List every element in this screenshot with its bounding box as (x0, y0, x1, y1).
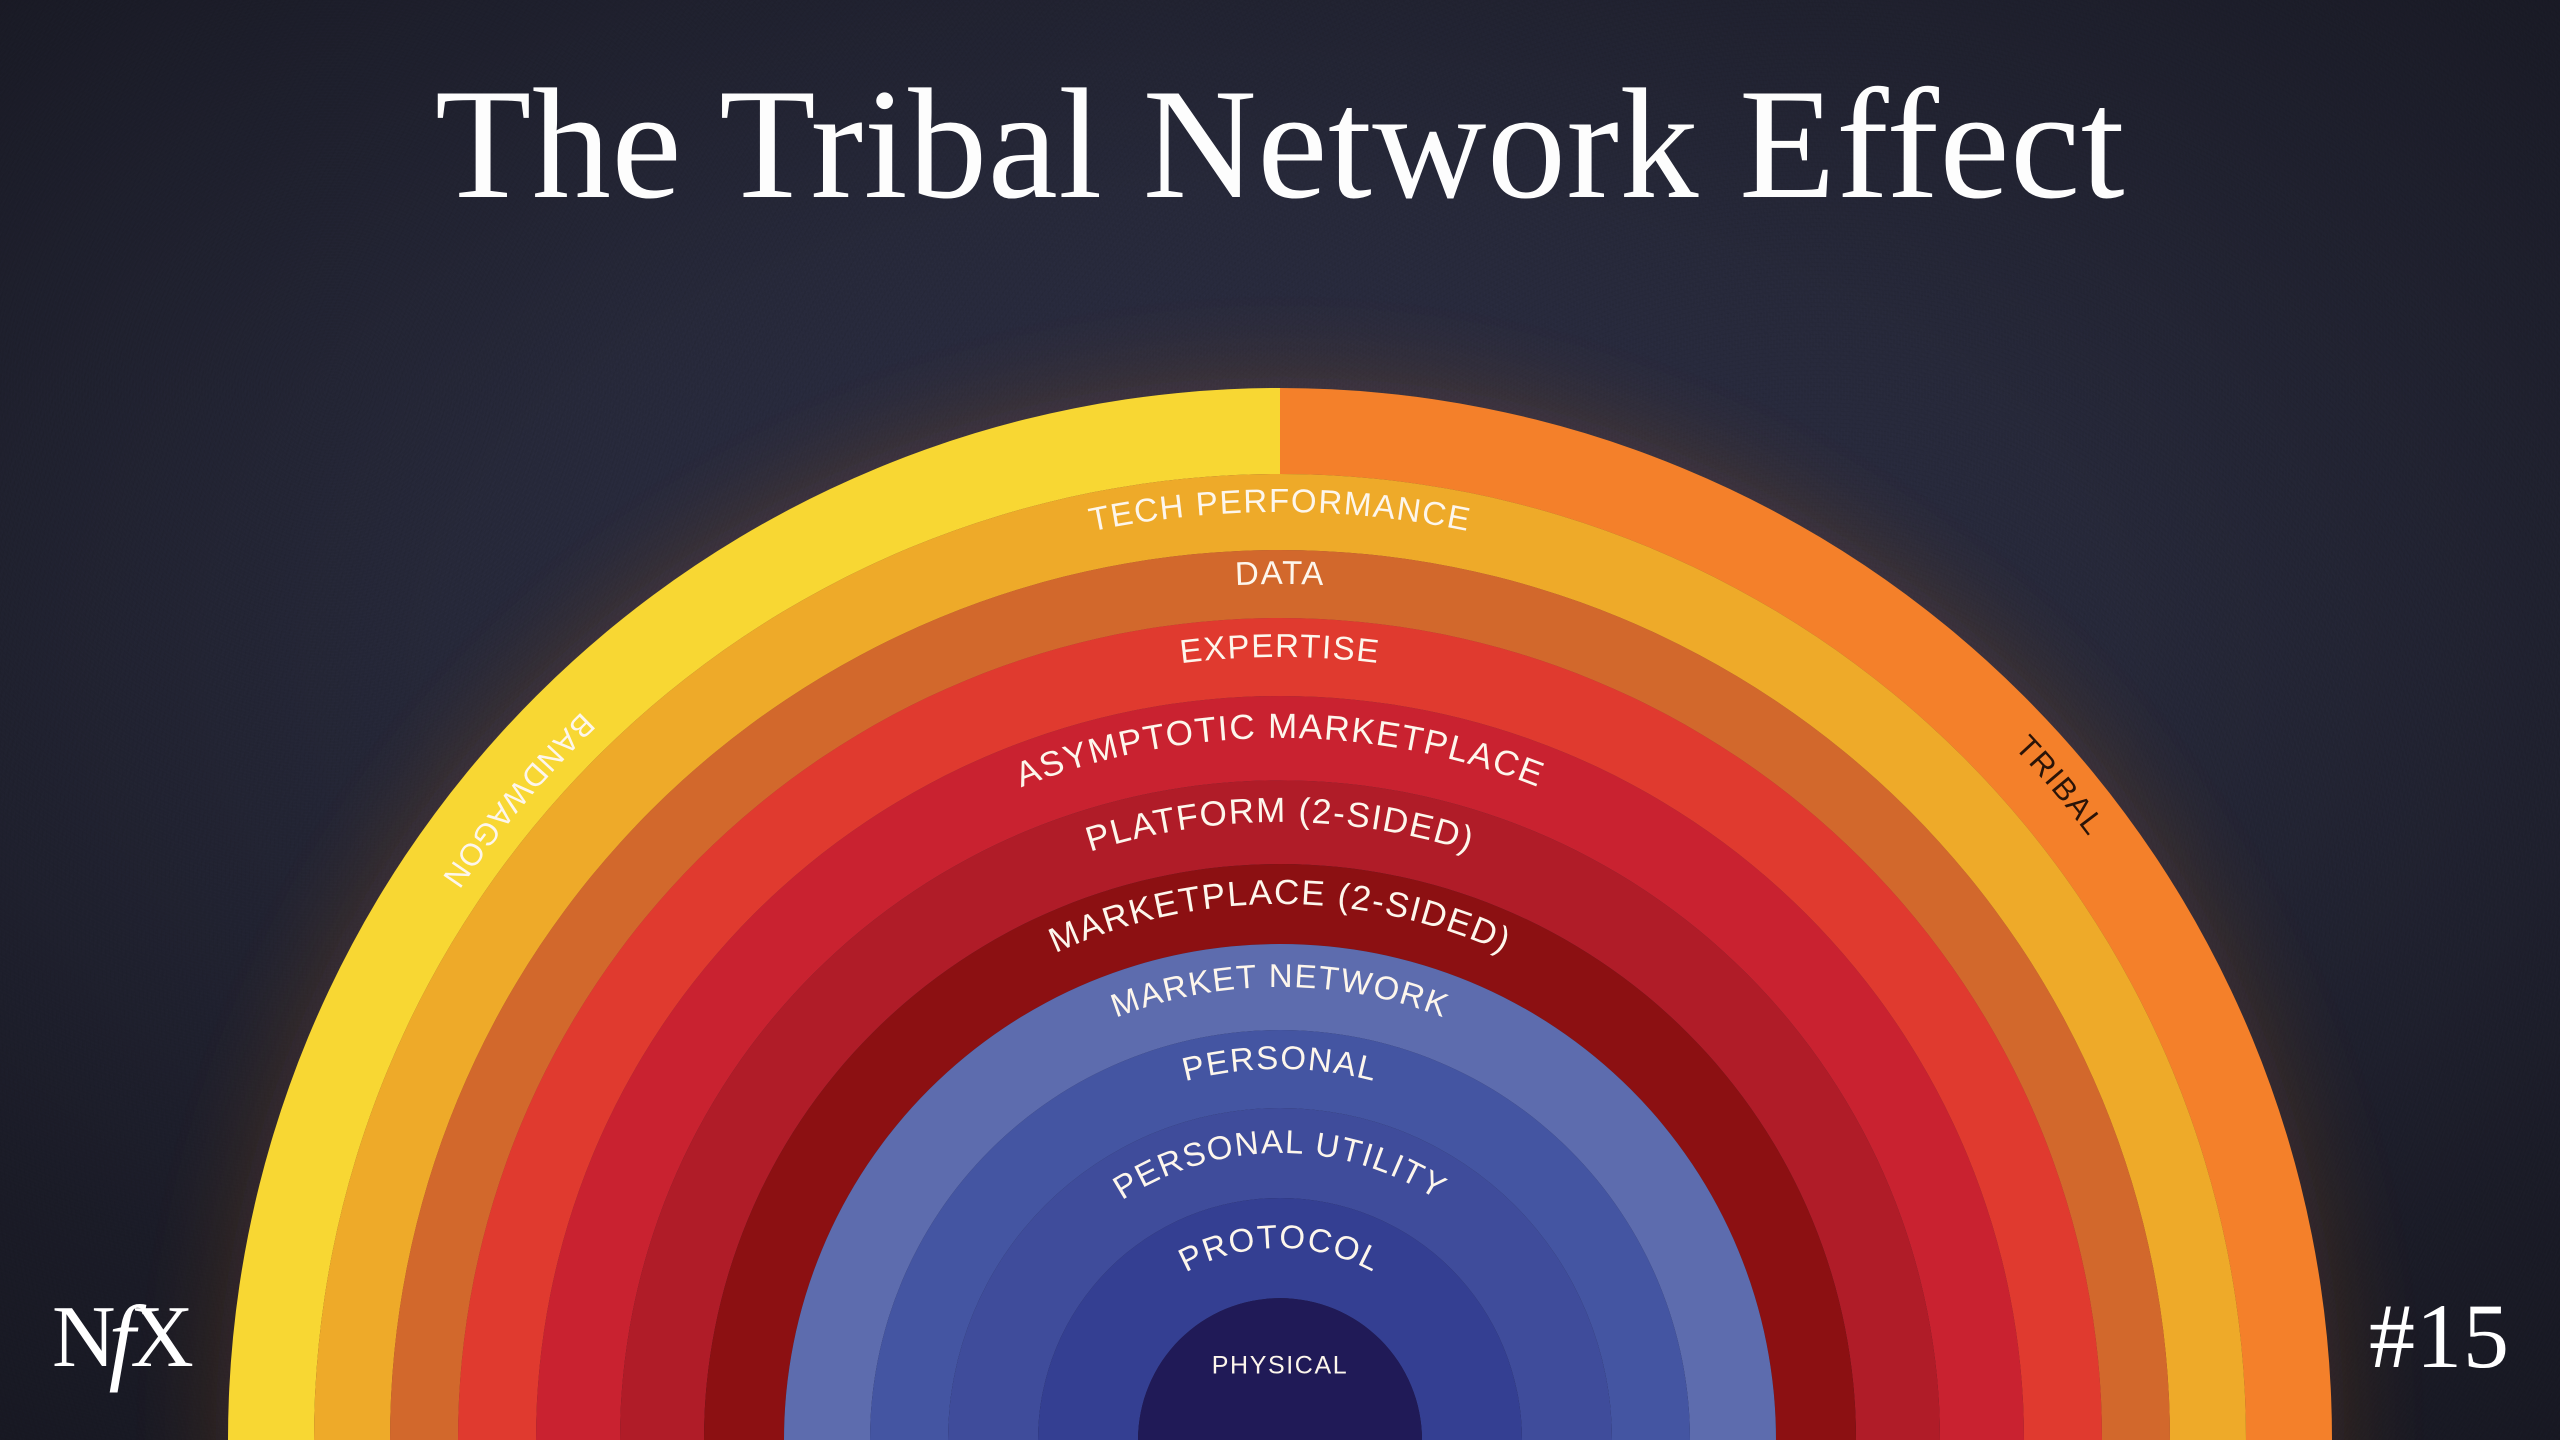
ring-segment[interactable] (1038, 1198, 1522, 1440)
ring-label-expertise: EXPERTISE (1178, 627, 1382, 670)
ring-segment[interactable] (536, 696, 2024, 1440)
ring-label-data: DATA (1234, 554, 1325, 592)
ring-segment[interactable] (704, 864, 1856, 1440)
ring-segment[interactable] (620, 780, 1940, 1440)
logo-letter-f: f (108, 1286, 136, 1393)
logo-letter-x: X (130, 1289, 194, 1386)
page-title: The Tribal Network Effect (434, 57, 2126, 232)
ring-label-physical: PHYSICAL (1212, 1351, 1348, 1379)
ring-core-physical[interactable] (1138, 1298, 1422, 1440)
ring-segment[interactable] (870, 1030, 1690, 1440)
ring-segment-tribal[interactable] (1280, 388, 2332, 1440)
ring-segment[interactable] (784, 944, 1776, 1440)
issue-number: #15 (2369, 1285, 2510, 1387)
ring-stack (228, 388, 2332, 1440)
ring-segment-bandwagon[interactable] (228, 388, 1280, 1440)
ring-segment[interactable] (948, 1108, 1612, 1440)
logo-letter-n: N (52, 1289, 116, 1386)
